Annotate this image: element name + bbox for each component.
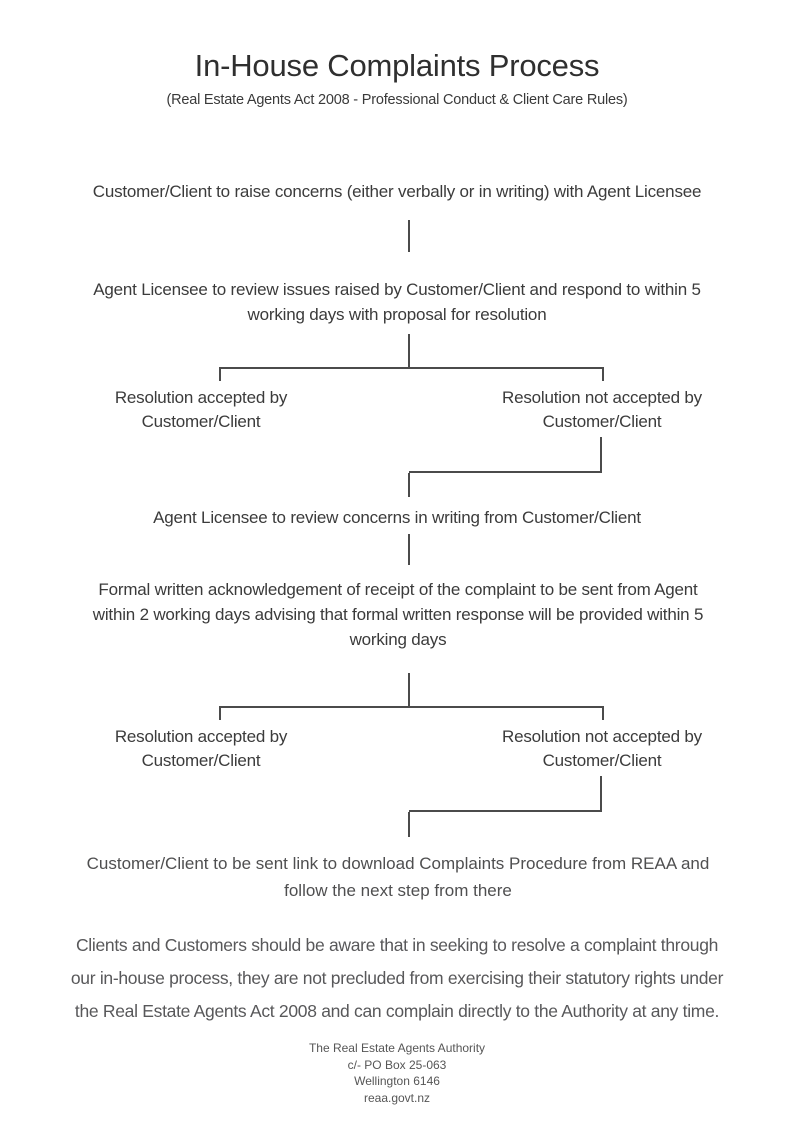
step-line: Customer/Client to raise concerns (eithe…: [92, 182, 702, 201]
label-line: Resolution accepted by: [114, 727, 288, 746]
label-line: Customer/Client: [542, 751, 662, 770]
connector-step2-branch1: [408, 334, 410, 368]
footer-city: Wellington 6146: [354, 1074, 440, 1088]
footer-org-name: The Real Estate Agents Authority: [308, 1041, 486, 1055]
branch-1-split-line: [219, 367, 604, 381]
step-line: follow the next step from there: [284, 881, 512, 900]
step-formal-acknowledgement: Formal written acknowledgement of receip…: [1, 577, 794, 652]
step-line: Customer/Client to be sent link to downl…: [86, 854, 710, 873]
label-line: Customer/Client: [542, 412, 662, 431]
footer-po-box: c/- PO Box 25-063: [347, 1057, 447, 1072]
label-line: Customer/Client: [141, 751, 261, 770]
footer-website: reaa.govt.nz: [363, 1090, 431, 1105]
connector-branch1-elbow: [409, 437, 602, 473]
step-raise-concerns: Customer/Client to raise concerns (eithe…: [12, 179, 782, 204]
branch-2-split-line: [219, 706, 604, 720]
disclaimer-paragraph: Clients and Customers should be aware th…: [0, 929, 794, 1028]
page-subtitle: (Real Estate Agents Act 2008 - Professio…: [166, 92, 628, 108]
step-line: Agent Licensee to review issues raised b…: [93, 280, 701, 299]
step-line: Agent Licensee to review concerns in wri…: [153, 508, 641, 527]
label-line: Customer/Client: [141, 412, 261, 431]
disclaimer-line: Clients and Customers should be aware th…: [75, 935, 719, 955]
footer-address: The Real Estate Agents Authority c/- PO …: [0, 1040, 794, 1106]
step-line: working days with proposal for resolutio…: [247, 305, 547, 324]
step-line: within 2 working days advising that form…: [92, 605, 704, 624]
connector-step4-branch2: [408, 673, 410, 707]
connector-step3-step4: [408, 534, 410, 565]
connector-branch1-stub: [408, 473, 410, 497]
branch-2-not-accepted-label: Resolution not accepted by Customer/Clie…: [477, 725, 727, 773]
label-line: Resolution not accepted by: [502, 727, 702, 746]
disclaimer-line: the Real Estate Agents Act 2008 and can …: [74, 1001, 720, 1021]
connector-branch2-stub: [408, 812, 410, 837]
branch-2-accepted-label: Resolution accepted by Customer/Client: [91, 725, 311, 773]
page-title: In-House Complaints Process: [194, 48, 600, 83]
disclaimer-line: our in-house process, they are not precl…: [70, 968, 724, 988]
step-line: Formal written acknowledgement of receip…: [98, 580, 698, 599]
step-download-complaints-link: Customer/Client to be sent link to downl…: [1, 850, 794, 904]
step-line: working days: [349, 630, 447, 649]
branch-1-accepted-label: Resolution accepted by Customer/Client: [91, 386, 311, 434]
label-line: Resolution not accepted by: [502, 388, 702, 407]
connector-branch2-elbow: [409, 776, 602, 812]
connector-step1-step2: [408, 220, 410, 252]
step-review-issues: Agent Licensee to review issues raised b…: [12, 277, 782, 327]
step-review-written-concerns: Agent Licensee to review concerns in wri…: [12, 505, 782, 530]
label-line: Resolution accepted by: [114, 388, 288, 407]
branch-1-not-accepted-label: Resolution not accepted by Customer/Clie…: [477, 386, 727, 434]
